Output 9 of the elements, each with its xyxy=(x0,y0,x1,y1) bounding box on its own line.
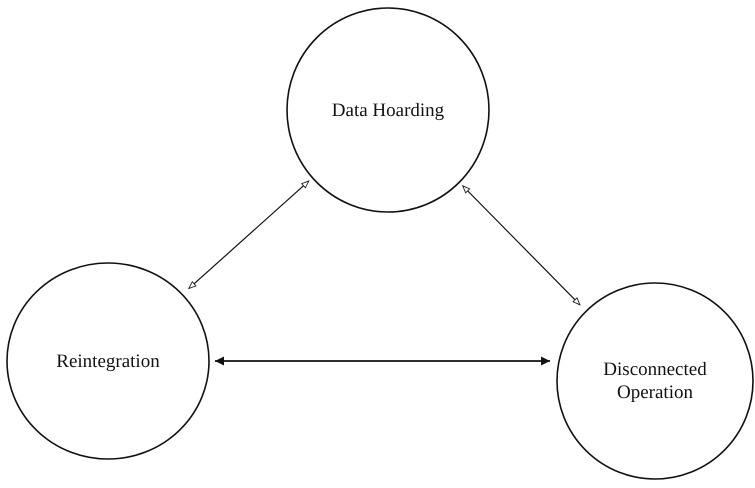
state-label: Data Hoarding xyxy=(332,98,444,122)
state-label: Disconnected Operation xyxy=(602,358,708,404)
double-arrow xyxy=(462,185,580,306)
double-arrow xyxy=(188,180,310,289)
state-circle xyxy=(6,262,210,460)
state-label: Reintegration xyxy=(56,350,160,372)
state-circle xyxy=(286,7,490,213)
double-arrow xyxy=(215,356,550,366)
state-circle xyxy=(556,282,754,480)
